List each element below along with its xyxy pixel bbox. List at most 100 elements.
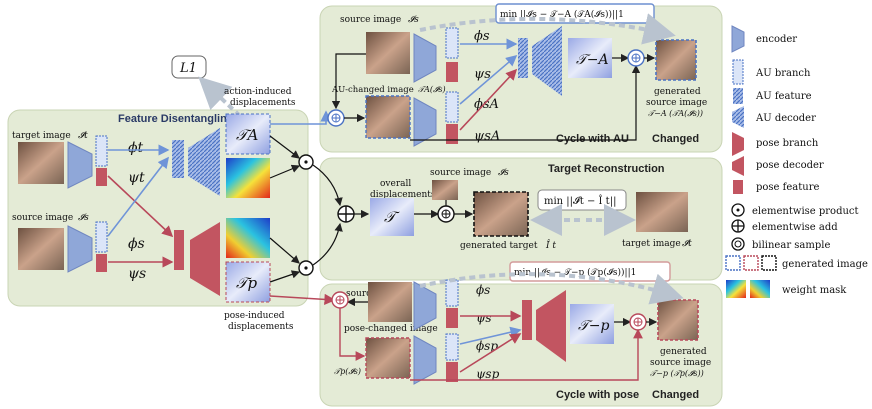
target-image-right bbox=[636, 192, 688, 232]
au-decoder bbox=[188, 128, 220, 196]
legend-pose-feature-text: pose feature bbox=[756, 182, 819, 193]
elementwise-product-pose-dot bbox=[304, 266, 308, 270]
overall-displacements-line2: displacements bbox=[370, 190, 436, 200]
tau-overall-map bbox=[370, 198, 414, 236]
au-branch-source bbox=[95, 221, 108, 253]
pose-phi-sP: ϕsp bbox=[476, 339, 498, 353]
legend-weight-mask-icon-b bbox=[750, 280, 770, 298]
pose-au-branch-bottom bbox=[445, 333, 459, 361]
pose-cycle-loss-formula: min ||𝓘s − 𝒯−p (𝒯p(𝓘s))||1 bbox=[514, 267, 636, 278]
legend-au-decoder-text: AU decoder bbox=[755, 113, 816, 124]
au-branch-top bbox=[445, 27, 459, 59]
line-tauP-to-product bbox=[269, 270, 301, 283]
generated-target-image bbox=[473, 191, 529, 237]
legend-pose-branch-icon bbox=[732, 132, 744, 156]
pose-generated-line3: 𝒯−p (𝒯p(𝓘s)) bbox=[650, 369, 704, 378]
overall-displacements-line1: overall bbox=[380, 179, 411, 189]
legend-encoder-icon bbox=[731, 25, 745, 53]
au-psi-s: ψs bbox=[474, 67, 491, 82]
center-target-symbol: 𝓘t bbox=[682, 239, 692, 249]
elementwise-product-au-dot bbox=[304, 160, 308, 164]
pose-feature-source bbox=[96, 254, 107, 272]
pose-pose-branch-top bbox=[446, 308, 458, 328]
pose-changed-to-sample bbox=[410, 328, 643, 381]
au-generated-line2: source image bbox=[646, 98, 707, 108]
legend-generated-black-icon bbox=[761, 255, 777, 271]
au-changed-face bbox=[365, 95, 411, 139]
au-source-symbol: 𝓘s bbox=[408, 15, 419, 25]
pose-encoder-bottom bbox=[413, 335, 437, 385]
psi-t-label: ψt bbox=[128, 170, 145, 186]
au-psi-sA-arrow bbox=[459, 68, 518, 131]
cycle-au-changed: Changed bbox=[652, 133, 699, 145]
au-source-label: source image bbox=[340, 15, 401, 25]
au-generated-line3: 𝒯−A (𝒯A(𝓘s)) bbox=[648, 109, 703, 118]
au-feature-concat bbox=[172, 140, 184, 178]
l1-loss-box bbox=[171, 55, 207, 79]
legend-au-branch-icon bbox=[732, 59, 744, 85]
line-tauA-to-au-cycle bbox=[270, 110, 332, 125]
pose-psi-s: ψs bbox=[476, 311, 492, 325]
legend-pose-decoder-text: pose decoder bbox=[756, 160, 824, 171]
pose-encoder-top bbox=[413, 281, 437, 331]
legend-generated-red-icon bbox=[743, 255, 759, 271]
psi-s-label: ψs bbox=[128, 266, 146, 282]
center-source-face bbox=[432, 180, 458, 200]
action-induced-line1: action-induced bbox=[224, 87, 292, 97]
au-source-to-add bbox=[331, 53, 366, 110]
line-productP-to-sum bbox=[312, 222, 343, 266]
legend-weight-mask-text: weight mask bbox=[782, 285, 847, 296]
pose-branch-bottom bbox=[446, 124, 458, 144]
legend-au-decoder-icon bbox=[732, 106, 744, 128]
tau-a-label: 𝒯A bbox=[236, 126, 258, 144]
bilinear-sample-center-cross bbox=[442, 210, 450, 218]
pose-phi-sP-arrow bbox=[459, 326, 522, 345]
pose-cycle-feature bbox=[522, 300, 532, 340]
pose-psi-sP: ψsp bbox=[476, 367, 500, 381]
pose-inverse-map bbox=[570, 304, 614, 344]
au-cycle-decoder bbox=[532, 26, 562, 96]
arrow-psi-t bbox=[107, 175, 174, 238]
legend-bilinear-sample-icon bbox=[731, 237, 745, 251]
pose-changed-symbol: 𝒯p(𝓘s) bbox=[334, 367, 361, 376]
l1-arrow bbox=[198, 76, 242, 118]
au-inverse-label: 𝒯−A bbox=[576, 52, 609, 68]
line-maskA-to-product bbox=[269, 164, 301, 179]
target-image-label: target image bbox=[12, 131, 71, 141]
legend-au-branch-text: AU branch bbox=[755, 68, 811, 79]
legend-pose-feature-icon bbox=[733, 180, 743, 194]
pose-changed-label: pose-changed image bbox=[344, 324, 438, 334]
phi-s-label: ϕs bbox=[128, 236, 145, 252]
source-face-image bbox=[18, 228, 64, 270]
legend-bilinear-sample-text: bilinear sample bbox=[752, 240, 830, 251]
pose-decoder bbox=[190, 222, 220, 296]
encoder-target bbox=[67, 141, 93, 189]
center-target-label: target image bbox=[622, 239, 681, 249]
tau-p-displacement-map bbox=[225, 261, 271, 303]
tau-p-label: 𝒯p bbox=[236, 274, 257, 292]
cycle-au-title: Cycle with AU bbox=[556, 133, 629, 145]
line-maskP-to-product bbox=[269, 237, 300, 264]
feature-panel-title: Feature Disentangling bbox=[118, 113, 234, 125]
legend-elementwise-product-dot bbox=[736, 208, 740, 212]
line-tauP-to-pose-cycle bbox=[269, 293, 336, 305]
au-phi-sA-arrow bbox=[459, 54, 518, 105]
cycle-pose-changed: Changed bbox=[652, 389, 699, 401]
pose-phi-s: ϕs bbox=[476, 283, 490, 297]
pose-feature-target bbox=[96, 168, 107, 186]
pose-generated-face bbox=[657, 299, 699, 341]
legend-bilinear-sample-inner bbox=[734, 240, 742, 248]
au-changed-symbol: 𝒯A(𝓘s) bbox=[418, 85, 446, 94]
pose-source-face bbox=[368, 282, 412, 322]
target-face-image bbox=[18, 142, 64, 184]
au-cycle-loss-formula: min ||𝓘s − 𝒯−A (𝒯A(𝓘s))||1 bbox=[500, 9, 624, 20]
au-branch-target bbox=[95, 135, 108, 167]
tau-a-displacement-map bbox=[225, 113, 271, 155]
legend-pose-branch-text: pose branch bbox=[756, 138, 819, 149]
au-changed-label: AU-changed image bbox=[331, 85, 414, 95]
legend-elementwise-add-text: elementwise add bbox=[752, 222, 838, 233]
pose-generated-line1: generated bbox=[660, 347, 707, 357]
center-source-symbol: 𝓘s bbox=[498, 168, 509, 178]
legend-generated-blue-icon bbox=[725, 255, 741, 271]
pose-generated-line2: source image bbox=[650, 358, 711, 368]
